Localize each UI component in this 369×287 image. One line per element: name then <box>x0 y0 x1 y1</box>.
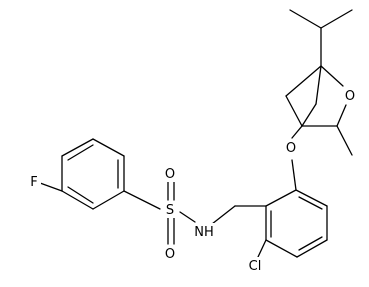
atom-oxygen-bridge: O <box>343 87 358 104</box>
double-bond-inner <box>298 236 323 251</box>
oxabicyclo-framework <box>285 65 353 156</box>
atom-oxygen-ether: O <box>284 139 299 156</box>
bond <box>296 239 328 258</box>
bond <box>265 189 297 207</box>
atom-chlorine: Cl <box>243 257 267 274</box>
double-bond-inner <box>67 144 94 161</box>
fluorine-label: F <box>30 175 37 190</box>
bond-s-n <box>179 211 196 223</box>
bond <box>295 189 328 207</box>
fluorophenyl-ring <box>61 138 125 210</box>
bond <box>315 65 322 105</box>
bond <box>92 190 125 210</box>
double-bond-inner <box>298 196 323 210</box>
bond-methyl <box>336 125 353 156</box>
atom-amine: NH <box>193 223 216 240</box>
atom-label-layer: F S O O NH O O Cl <box>27 87 358 274</box>
double-bond-inner <box>67 186 94 204</box>
sulfonyl-oxygen-top-label: O <box>165 167 175 182</box>
bond <box>336 104 347 127</box>
atom-fluorine: F <box>27 173 41 190</box>
bond-c-cl <box>257 239 267 258</box>
bond-c-s <box>123 190 161 210</box>
bond-layer <box>39 9 353 258</box>
bond-c-f <box>39 182 63 192</box>
bond-n-ch2 <box>211 205 236 225</box>
sulfonyl-oxygen-bottom-label: O <box>165 247 175 262</box>
ether-oxygen-label: O <box>286 141 296 156</box>
bond <box>92 138 125 157</box>
chlorophenyl-ring <box>265 189 328 258</box>
bond-isopropyl <box>320 9 353 29</box>
bond <box>320 65 344 87</box>
bond-ring-o <box>291 159 297 191</box>
atom-oxygen-sulfonyl-bottom: O <box>163 245 178 262</box>
bond <box>265 239 298 258</box>
bond-o-bicycle <box>291 125 303 139</box>
bond <box>301 103 317 127</box>
bond <box>61 190 94 210</box>
chlorine-label: Cl <box>249 259 262 274</box>
atom-oxygen-sulfonyl-top: O <box>163 165 178 182</box>
bond <box>285 95 303 127</box>
bond-isopropyl <box>289 9 322 29</box>
atom-sulfur: S <box>163 201 178 218</box>
bond <box>285 65 322 97</box>
bond <box>61 138 94 157</box>
bridge-oxygen-label: O <box>345 89 355 104</box>
amine-nh-label: NH <box>194 225 214 240</box>
sulfur-label: S <box>166 203 174 218</box>
